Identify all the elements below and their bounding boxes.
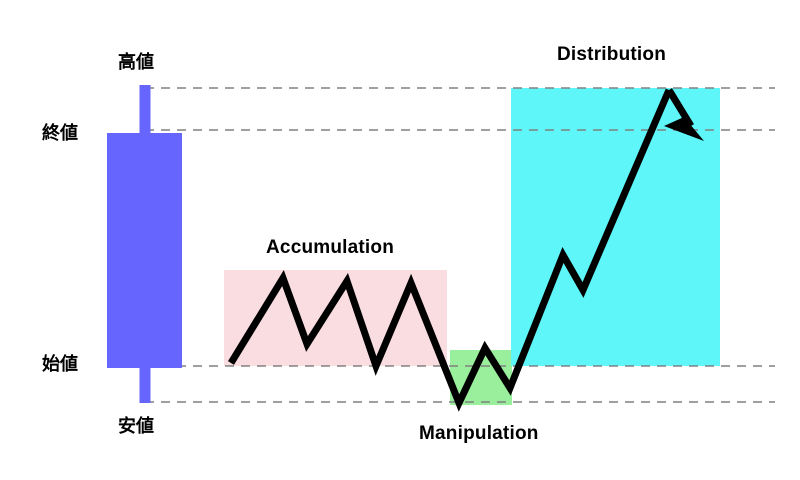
candle-body [107,133,182,368]
phase-label-distribution: Distribution [557,44,666,65]
zone-distribution [511,88,720,366]
candlestick [107,85,182,403]
phase-label-manipulation: Manipulation [419,423,539,444]
candle-close-label: 終値 [42,123,78,144]
price-line [228,88,673,412]
candle-upper-wick [139,85,151,134]
candle-open-label: 始値 [42,354,78,375]
candle-low-label: 安値 [118,416,154,437]
phase-label-accumulation: Accumulation [266,237,395,258]
candle-lower-wick [139,366,151,403]
price-arrow-head [664,117,704,141]
price-line-arrow-shaft [666,88,694,128]
candle-high-label: 高値 [118,52,154,73]
gridlines [145,87,775,403]
